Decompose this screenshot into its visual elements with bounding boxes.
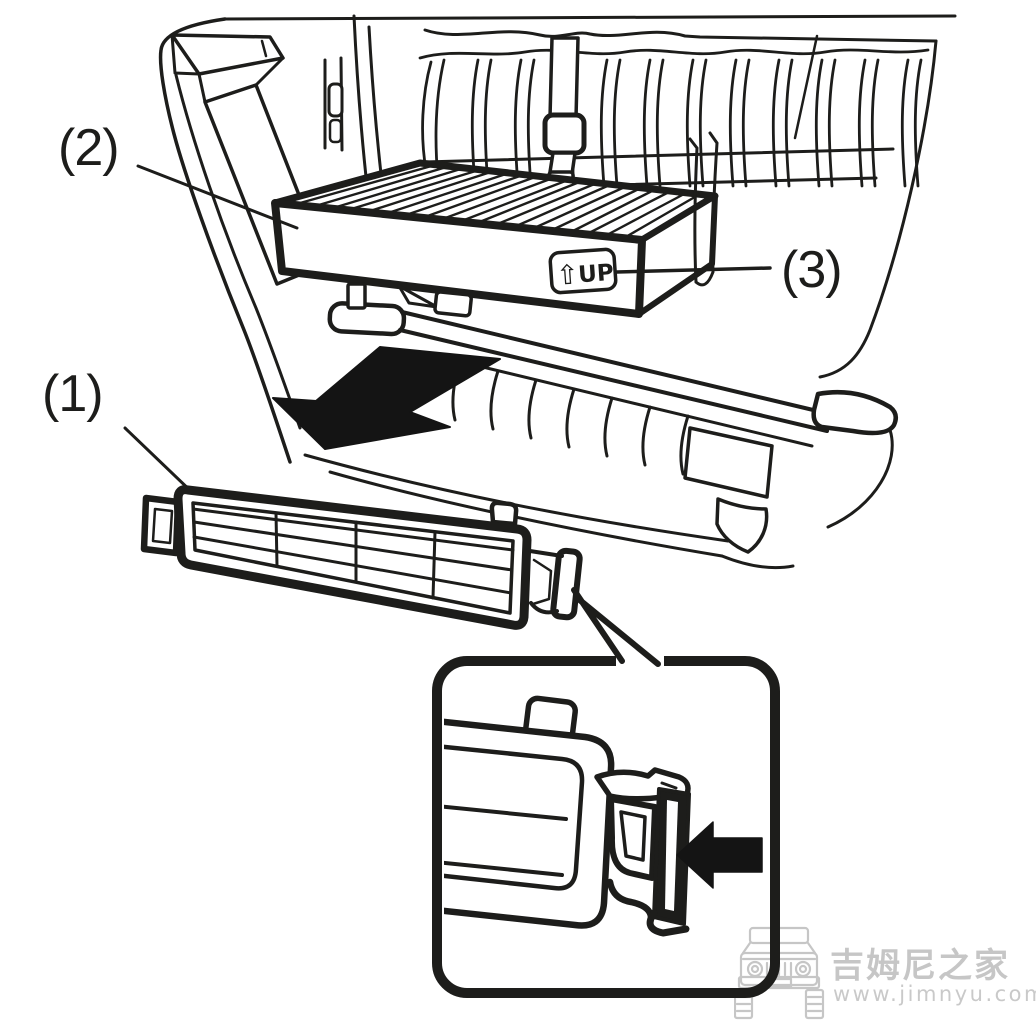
detail-callout-box [432,587,780,998]
part-label-3: (3) [781,241,843,299]
leader-line-part2 [136,164,299,230]
watermark-site-name: 吉姆尼之家 [830,946,1010,986]
watermark-site-url: www.jimnyu.com [833,982,1036,1006]
glovebox-opening-frame [303,282,899,570]
up-label-text: UP [577,260,614,288]
filter-cover-illustration [140,485,583,630]
part-label-1: (1) [42,365,104,423]
part-label-2: (2) [58,119,120,177]
removal-arrow-icon [272,346,501,450]
press-arrow-icon [676,821,763,889]
clip-detail-view [444,695,763,937]
up-arrow-icon: ⇧ [555,259,580,292]
cabin-filter-illustration [271,131,719,318]
glovebox-latch [542,36,587,194]
up-orientation-label: ⇧ UP [548,247,618,295]
leader-line-part3 [615,266,772,274]
cover-end-clip [528,547,583,621]
hvac-unit-ribs [418,48,930,192]
filter-pleats [291,163,702,240]
